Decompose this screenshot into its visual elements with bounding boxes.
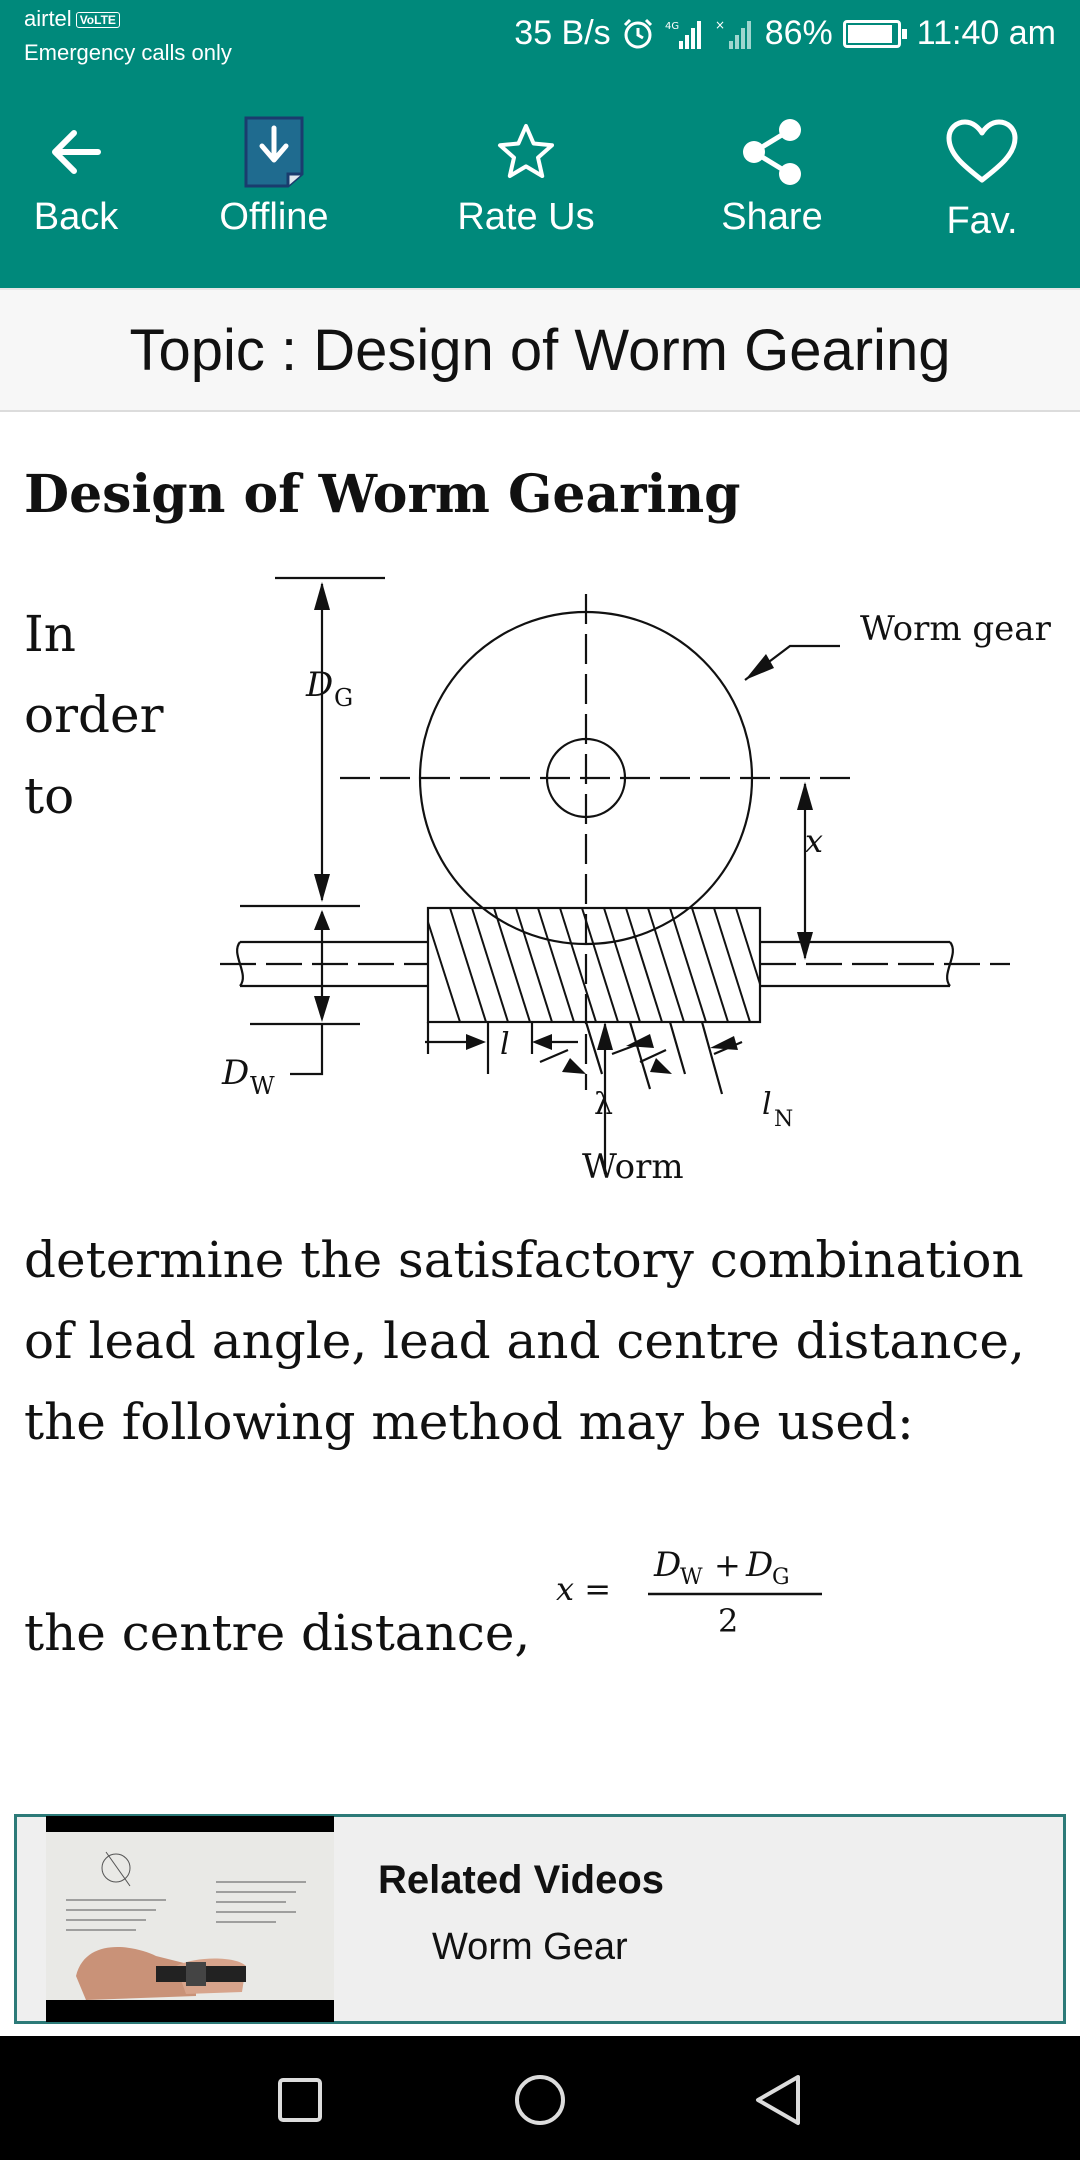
signal-sim2-icon: ×: [715, 18, 751, 49]
dg-subscript: G: [334, 684, 353, 712]
carrier-label: airtel: [24, 6, 72, 31]
back-triangle-icon[interactable]: [752, 2072, 804, 2128]
topic-bar: Topic : Design of Worm Gearing: [0, 288, 1080, 412]
arrow-left-icon: [52, 130, 101, 174]
intro-line: order: [24, 686, 164, 744]
topic-title: Topic : Design of Worm Gearing: [129, 317, 951, 383]
lambda-label: λ: [594, 1087, 613, 1122]
battery-icon: [842, 19, 907, 48]
formula-plus: +: [714, 1546, 741, 1584]
ln-subscript: N: [774, 1107, 793, 1132]
offline-button[interactable]: Offline: [206, 72, 342, 288]
dw-label: D: [221, 1053, 249, 1093]
intro-text: In order to: [24, 594, 204, 837]
worm-gearing-diagram: Worm gear Worm D G D W x l λ l N: [220, 576, 1052, 1187]
x-label: x: [805, 822, 823, 860]
svg-text:×: ×: [715, 18, 725, 32]
navigation-bar: [0, 2036, 1080, 2160]
worm-label: Worm: [582, 1147, 684, 1187]
network-speed: 35 B/s: [514, 14, 611, 52]
favorite-label: Fav.: [946, 200, 1018, 242]
top-toolbar: Back Offline Rate Us: [0, 72, 1080, 288]
intro-line: to: [24, 767, 75, 825]
rate-us-label: Rate Us: [457, 196, 595, 238]
ln-label: l: [762, 1087, 772, 1122]
formula-dw: D: [653, 1545, 681, 1585]
share-icon: [743, 119, 801, 185]
video-thumbnail[interactable]: [46, 1816, 334, 2022]
dg-label: D: [305, 665, 333, 705]
recents-icon[interactable]: [276, 2076, 324, 2124]
alarm-icon: [623, 18, 652, 48]
heart-icon: [946, 119, 1018, 183]
lead-label: l: [500, 1027, 510, 1062]
formula-dw-sub: W: [680, 1565, 703, 1590]
formula-dg-sub: G: [772, 1565, 790, 1590]
intro-line: In: [24, 605, 76, 663]
share-button[interactable]: Share: [706, 72, 838, 288]
volte-badge: VoLTE: [75, 12, 120, 28]
dw-subscript: W: [250, 1072, 275, 1100]
formula-dg: D: [745, 1545, 773, 1585]
share-label: Share: [721, 196, 823, 238]
status-icons: 35 B/s 4G × 86% 11:40 am: [514, 14, 1056, 53]
related-videos-title: Related Videos: [378, 1858, 665, 1902]
clock: 11:40 am: [916, 14, 1056, 52]
offline-label: Offline: [219, 196, 329, 238]
rate-us-button[interactable]: Rate Us: [446, 72, 606, 288]
body-paragraph: determine the satisfactory combination o…: [24, 1231, 1025, 1451]
article-content: Design of Worm Gearing In order to: [0, 414, 1080, 1800]
battery-percent: 86%: [764, 14, 833, 52]
centre-distance-formula: x = D W + D G 2: [556, 1545, 822, 1634]
back-button[interactable]: Back: [20, 72, 132, 288]
home-icon[interactable]: [512, 2072, 568, 2128]
svg-text:4G: 4G: [665, 21, 679, 32]
star-icon: [498, 124, 554, 178]
formula-lhs: x =: [556, 1570, 611, 1608]
centre-distance-text: the centre distance,: [24, 1604, 531, 1662]
emergency-calls-text: Emergency calls only: [24, 40, 232, 65]
worm-gear-label: Worm gear: [860, 609, 1052, 649]
formula-denominator: 2: [718, 1602, 738, 1634]
download-file-icon: [244, 116, 304, 188]
back-label: Back: [33, 196, 119, 238]
related-video-name: Worm Gear: [432, 1926, 628, 1968]
article-heading: Design of Worm Gearing: [24, 464, 741, 525]
signal-4g-icon: 4G: [665, 20, 701, 49]
favorite-button[interactable]: Fav.: [930, 72, 1034, 288]
